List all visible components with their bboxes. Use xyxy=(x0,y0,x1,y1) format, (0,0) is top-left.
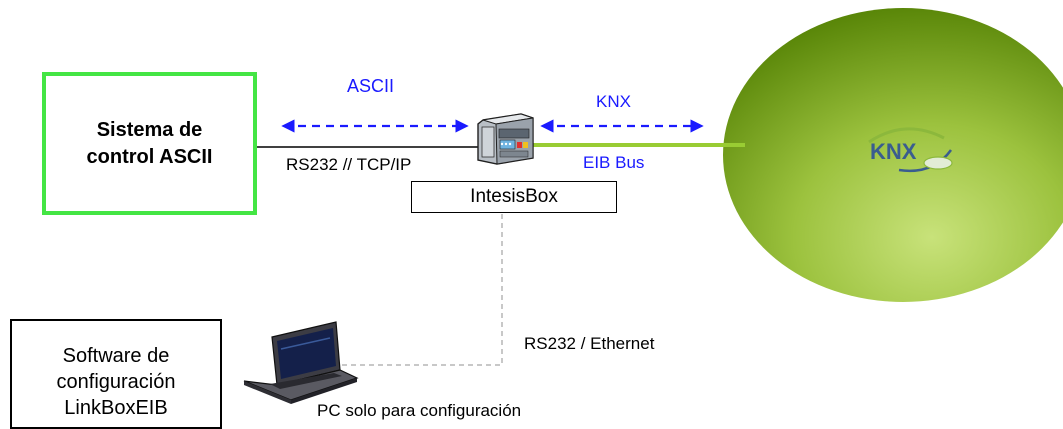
software-line2: configuración xyxy=(56,371,176,393)
ascii-protocol-label: ASCII xyxy=(347,76,395,96)
rs232-tcpip-label: RS232 // TCP/IP xyxy=(286,155,412,174)
pc-caption: PC solo para configuración xyxy=(317,401,522,420)
software-line3: LinkBoxEIB xyxy=(64,397,168,419)
laptop-icon xyxy=(243,321,359,404)
knx-logo-icon: KNX xyxy=(868,127,953,173)
software-line1: Software de xyxy=(62,345,170,367)
configuration-software-box: Software de configuración LinkBoxEIB xyxy=(10,319,222,429)
config-link-dashed xyxy=(340,214,503,366)
eib-bus-label: EIB Bus xyxy=(583,153,645,172)
ascii-system-line2: control ASCII xyxy=(86,145,213,168)
ascii-control-system-box: Sistema de control ASCII xyxy=(42,72,257,215)
knx-protocol-label: KNX xyxy=(596,92,631,111)
intesisbox-device-icon xyxy=(477,113,534,165)
rs232-ethernet-label: RS232 / Ethernet xyxy=(524,334,655,353)
ascii-system-line1: Sistema de xyxy=(96,118,203,141)
knx-network-sphere xyxy=(723,8,1063,302)
intesisbox-label-box: IntesisBox xyxy=(411,181,617,213)
intesisbox-label: IntesisBox xyxy=(470,186,558,207)
knx-logo-text: KNX xyxy=(870,139,917,164)
